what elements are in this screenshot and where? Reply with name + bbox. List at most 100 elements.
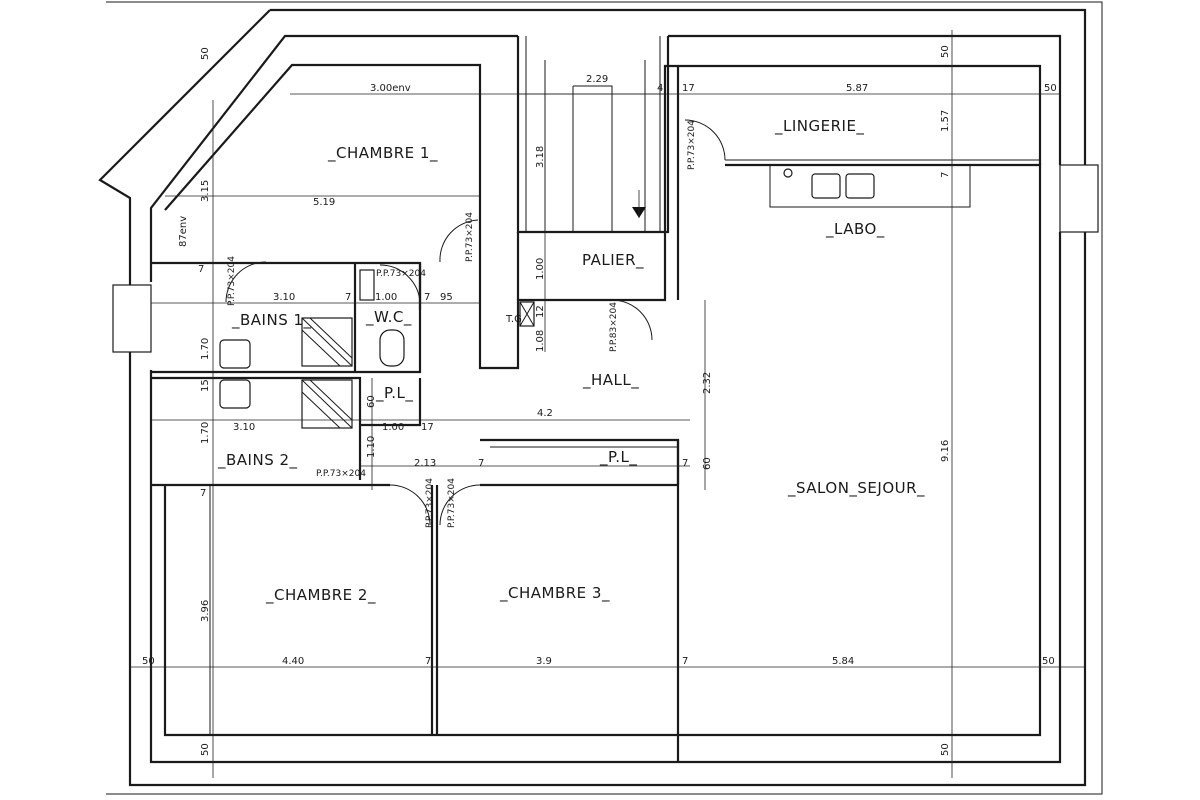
door-swing-ch2 <box>389 484 431 526</box>
dim-top-right-50: 50 <box>940 45 951 58</box>
door-label-bains1: P.P.73×204 <box>227 256 237 306</box>
room-bains1: _BAINS 1_ <box>231 311 312 330</box>
dim-pl-17: 17 <box>421 422 434 433</box>
dim-top-17: 17 <box>682 83 695 94</box>
dim-b1-3-10: 3.10 <box>273 292 295 303</box>
dim-hall-4-2: 4.2 <box>537 408 553 419</box>
wall-palier-top <box>516 36 670 234</box>
wall-stair <box>544 60 646 232</box>
door-label-wc: P.P.73×204 <box>376 269 426 279</box>
dim-ling-5-87: 5.87 <box>846 83 868 94</box>
shower-1 <box>301 317 353 367</box>
dim-pl2-60: 60 <box>702 457 713 470</box>
dim-b2-1-10: 1.10 <box>366 436 377 458</box>
room-labo: _LABO_ <box>825 220 885 239</box>
shower-1-lines <box>301 317 353 367</box>
stove-circle <box>783 168 793 178</box>
dim-pl-60: 60 <box>366 395 377 408</box>
room-palier: PALIER_ <box>582 251 644 270</box>
dim-labo-7: 7 <box>940 172 951 178</box>
dim-pl2-7a: 7 <box>478 458 484 469</box>
shower-2 <box>301 379 353 429</box>
dim-ch2-3-96: 3.96 <box>200 600 211 622</box>
dim-ch1-3-00: 3.00env <box>370 83 411 94</box>
dim-hall-2-13: 2.13 <box>414 458 436 469</box>
dim-right-50-top: 50 <box>1044 83 1057 94</box>
dim-ch-7b: 7 <box>682 656 688 667</box>
door-label-lingerie: P.P.73×204 <box>687 120 697 170</box>
wc-toilet <box>379 329 405 367</box>
sheet-frame <box>106 1 1103 795</box>
wall-palier-inner <box>525 36 661 232</box>
dim-ch1-5-19: 5.19 <box>313 197 335 208</box>
dim-wc-7: 7 <box>424 292 430 303</box>
dim-b1-1-70: 1.70 <box>200 338 211 360</box>
sink-bains2 <box>219 379 251 409</box>
dim-top-4: 4 <box>657 83 663 94</box>
dim-ch3-3-9: 3.9 <box>536 656 552 667</box>
wall-chambre1 <box>164 63 1042 370</box>
dim-tg: T.G <box>505 314 522 325</box>
dim-hall-2-32: 2.32 <box>702 372 713 394</box>
dim-bot-right-50: 50 <box>940 743 951 756</box>
dim-b2-3-10: 3.10 <box>233 422 255 433</box>
room-chambre2: _CHAMBRE 2_ <box>265 586 376 605</box>
wc-small-sink <box>359 269 375 301</box>
dim-b1-15: 15 <box>200 379 211 392</box>
dim-ch-7a: 7 <box>425 656 431 667</box>
room-lingerie: _LINGERIE_ <box>774 117 864 136</box>
sink-bains1 <box>219 339 251 369</box>
door-swing-ch1 <box>439 219 479 263</box>
dim-bot-left-50: 50 <box>200 743 211 756</box>
room-pl1: _P.L_ <box>375 384 413 403</box>
dim-palier-3-18: 3.18 <box>535 146 546 168</box>
room-chambre3: _CHAMBRE 3_ <box>499 584 610 603</box>
room-wc: _W.C_ <box>365 308 412 327</box>
kitchen-counter <box>769 164 971 208</box>
dim-pl-1-00: 1.00 <box>382 422 404 433</box>
wall-bains2 <box>151 438 680 487</box>
outer-wall-top-right <box>668 34 1062 165</box>
dim-hall-1-08: 1.08 <box>535 330 546 352</box>
door-swing-bains1 <box>225 261 267 303</box>
door-label-bains2: P.P.73×204 <box>316 469 366 479</box>
tg-box <box>519 301 535 327</box>
room-hall: _HALL_ <box>582 371 639 390</box>
tg-cross <box>519 301 535 327</box>
door-swing-ch3 <box>439 484 481 526</box>
dim-salon-9-16: 9.16 <box>940 440 951 462</box>
dim-ch1-3-15: 3.15 <box>200 180 211 202</box>
dim-salon-5-84: 5.84 <box>832 656 854 667</box>
outer-wall-outer-2 <box>149 34 1062 764</box>
dim-b1-7-mid: 7 <box>345 292 351 303</box>
room-chambre1: _CHAMBRE 1_ <box>327 144 438 163</box>
door-label-hall: P.P.83×204 <box>609 302 619 352</box>
room-salon: _SALON_SEJOUR_ <box>787 479 925 498</box>
dim-b2-1-70: 1.70 <box>200 422 211 444</box>
door-swing-lingerie <box>684 119 726 161</box>
dim-top-left-50: 50 <box>200 47 211 60</box>
shower-2-lines <box>301 379 353 429</box>
dim-bot-50-left: 50 <box>142 656 155 667</box>
door-swing-wc <box>379 264 421 304</box>
door-label-ch2: P.P.73×204 <box>425 478 435 528</box>
dim-ling-1-57: 1.57 <box>940 110 951 132</box>
dim-palier-2-29: 2.29 <box>586 74 608 85</box>
dim-palier-1-00: 1.00 <box>535 258 546 280</box>
dim-ch2-4-40: 4.40 <box>282 656 304 667</box>
dim-hall-12: 12 <box>535 305 546 318</box>
door-swing-hall <box>611 299 653 341</box>
outer-wall-outer <box>98 8 1087 787</box>
dim-b1-7-left: 7 <box>198 264 204 275</box>
sink-1 <box>811 173 841 199</box>
room-pl2: _P.L_ <box>599 448 637 467</box>
sink-2 <box>845 173 875 199</box>
door-label-ch3: P.P.73×204 <box>447 478 457 528</box>
dim-wc-1-00: 1.00 <box>375 292 397 303</box>
wall-ch2-inner <box>164 485 211 735</box>
room-bains2: _BAINS 2_ <box>217 451 298 470</box>
dim-bot-50-right: 50 <box>1042 656 1055 667</box>
dim-env-87: 87env <box>178 216 189 247</box>
wall-bains-block <box>151 261 422 480</box>
